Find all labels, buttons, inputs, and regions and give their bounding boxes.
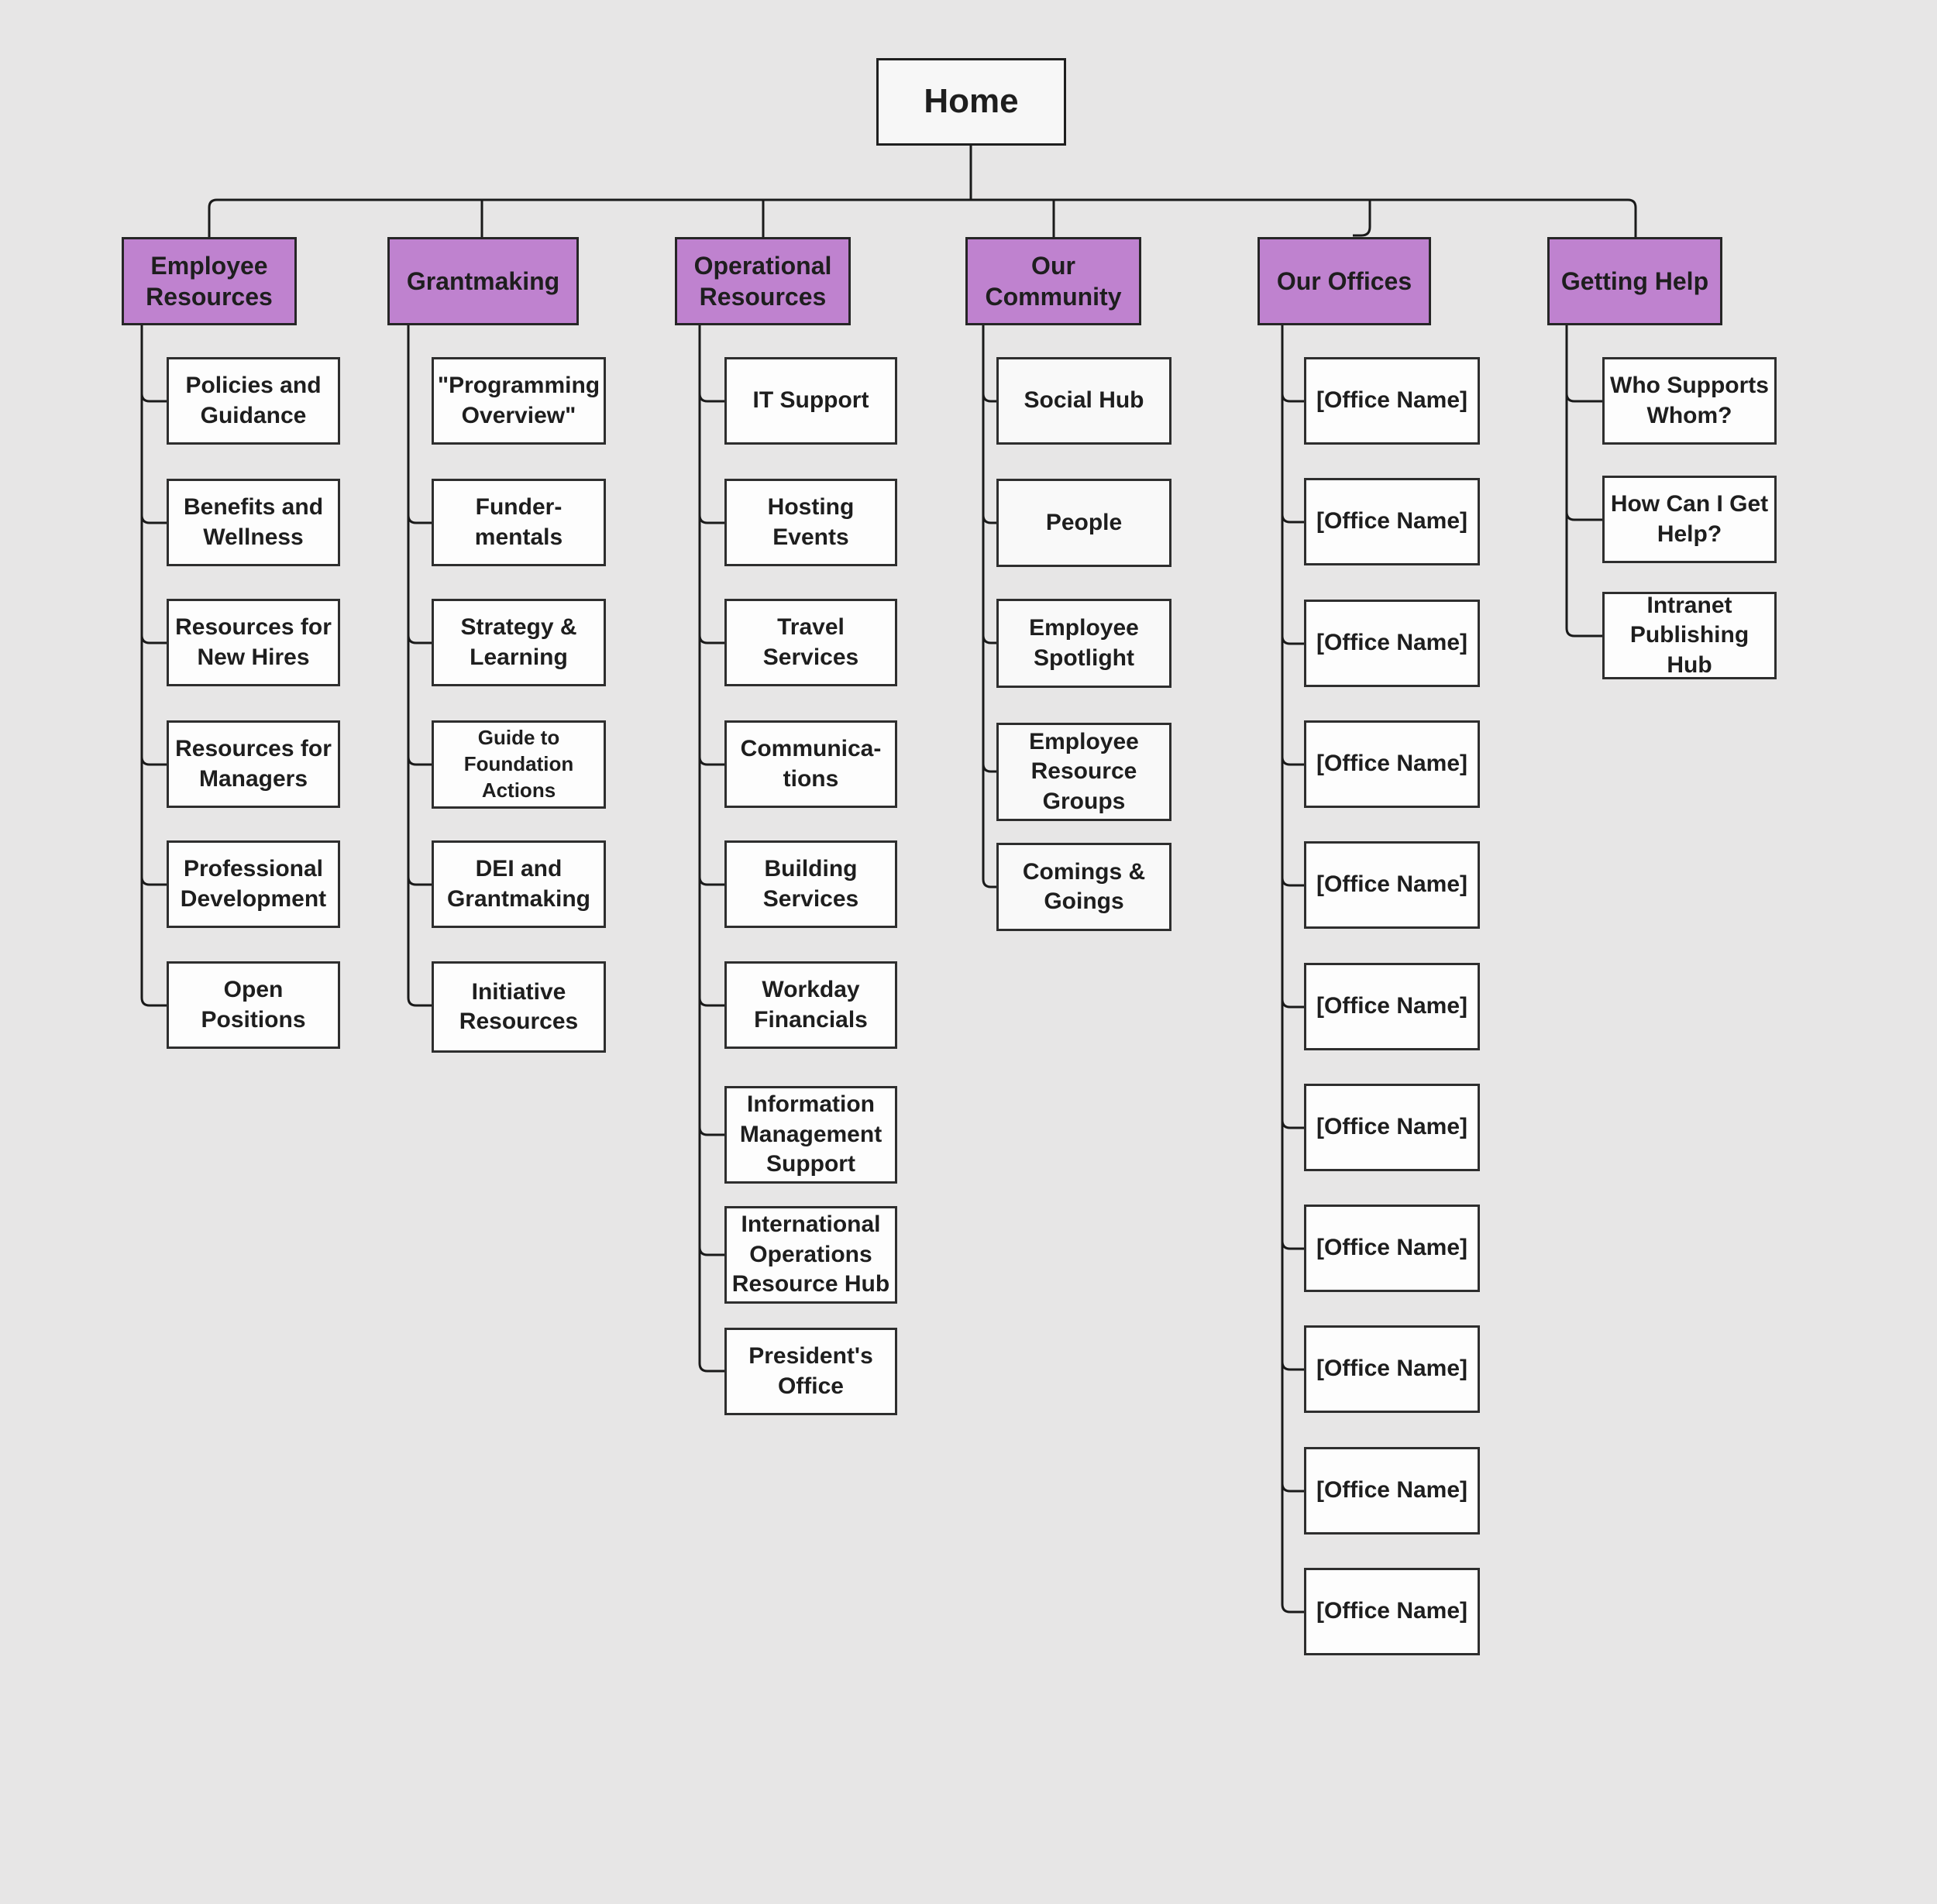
node-intranet-publishing-hub[interactable]: Intranet Publishing Hub: [1602, 592, 1777, 679]
connector-col-employee-resources: [140, 325, 167, 1007]
node-office-name-1[interactable]: [Office Name]: [1304, 357, 1480, 445]
node-resources-for-managers[interactable]: Resources for Managers: [167, 720, 340, 808]
branch-header-employee-resources[interactable]: Employee Resources: [122, 237, 297, 325]
node-home[interactable]: Home: [876, 58, 1066, 146]
node-office-name-5[interactable]: [Office Name]: [1304, 841, 1480, 929]
connector-trunk: [208, 198, 1637, 237]
node-comings-and-goings[interactable]: Comings & Goings: [996, 843, 1171, 931]
connector-header-stubs: [480, 200, 1371, 237]
node-office-name-8[interactable]: [Office Name]: [1304, 1205, 1480, 1292]
connector-col-our-offices: [1281, 325, 1304, 1614]
node-office-name-11[interactable]: [Office Name]: [1304, 1568, 1480, 1655]
node-guide-to-foundation-actions[interactable]: Guide to Foundation Actions: [432, 720, 606, 809]
connector-col-getting-help: [1565, 325, 1602, 638]
node-hosting-events[interactable]: Hosting Events: [724, 479, 897, 566]
node-how-can-i-get-help[interactable]: How Can I Get Help?: [1602, 476, 1777, 563]
node-employee-resource-groups[interactable]: Employee Resource Groups: [996, 723, 1171, 821]
node-resources-for-new-hires[interactable]: Resources for New Hires: [167, 599, 340, 686]
branch-header-our-offices[interactable]: Our Offices: [1258, 237, 1431, 325]
node-travel-services[interactable]: Travel Services: [724, 599, 897, 686]
branch-header-operational-resources[interactable]: Operational Resources: [675, 237, 851, 325]
node-dei-and-grantmaking[interactable]: DEI and Grantmaking: [432, 840, 606, 928]
node-international-operations-resource-hub[interactable]: International Operations Resource Hub: [724, 1206, 897, 1304]
node-social-hub[interactable]: Social Hub: [996, 357, 1171, 445]
node-strategy-and-learning[interactable]: Strategy & Learning: [432, 599, 606, 686]
connector-col-operational-resources: [698, 325, 724, 1373]
node-presidents-office[interactable]: President's Office: [724, 1328, 897, 1415]
branch-header-grantmaking[interactable]: Grantmaking: [387, 237, 579, 325]
node-policies-and-guidance[interactable]: Policies and Guidance: [167, 357, 340, 445]
node-information-management-support[interactable]: Information Management Support: [724, 1086, 897, 1184]
branch-header-our-community[interactable]: Our Community: [965, 237, 1141, 325]
branch-header-getting-help[interactable]: Getting Help: [1547, 237, 1722, 325]
node-professional-development[interactable]: Professional Development: [167, 840, 340, 928]
node-office-name-6[interactable]: [Office Name]: [1304, 963, 1480, 1050]
node-benefits-and-wellness[interactable]: Benefits and Wellness: [167, 479, 340, 566]
node-office-name-2[interactable]: [Office Name]: [1304, 478, 1480, 565]
node-fundermentals[interactable]: Funder- mentals: [432, 479, 606, 566]
node-who-supports-whom[interactable]: Who Supports Whom?: [1602, 357, 1777, 445]
node-office-name-3[interactable]: [Office Name]: [1304, 600, 1480, 687]
connector-col-grantmaking: [407, 325, 432, 1007]
node-office-name-4[interactable]: [Office Name]: [1304, 720, 1480, 808]
node-office-name-7[interactable]: [Office Name]: [1304, 1084, 1480, 1171]
node-initiative-resources[interactable]: Initiative Resources: [432, 961, 606, 1053]
node-employee-spotlight[interactable]: Employee Spotlight: [996, 599, 1171, 688]
node-office-name-10[interactable]: [Office Name]: [1304, 1447, 1480, 1535]
node-open-positions[interactable]: Open Positions: [167, 961, 340, 1049]
node-office-name-9[interactable]: [Office Name]: [1304, 1325, 1480, 1413]
node-building-services[interactable]: Building Services: [724, 840, 897, 928]
node-it-support[interactable]: IT Support: [724, 357, 897, 445]
node-people[interactable]: People: [996, 479, 1171, 567]
node-workday-financials[interactable]: Workday Financials: [724, 961, 897, 1049]
connector-col-our-community: [982, 325, 996, 888]
node-communications[interactable]: Communica- tions: [724, 720, 897, 808]
node-programming-overview[interactable]: "Programming Overview": [432, 357, 606, 445]
